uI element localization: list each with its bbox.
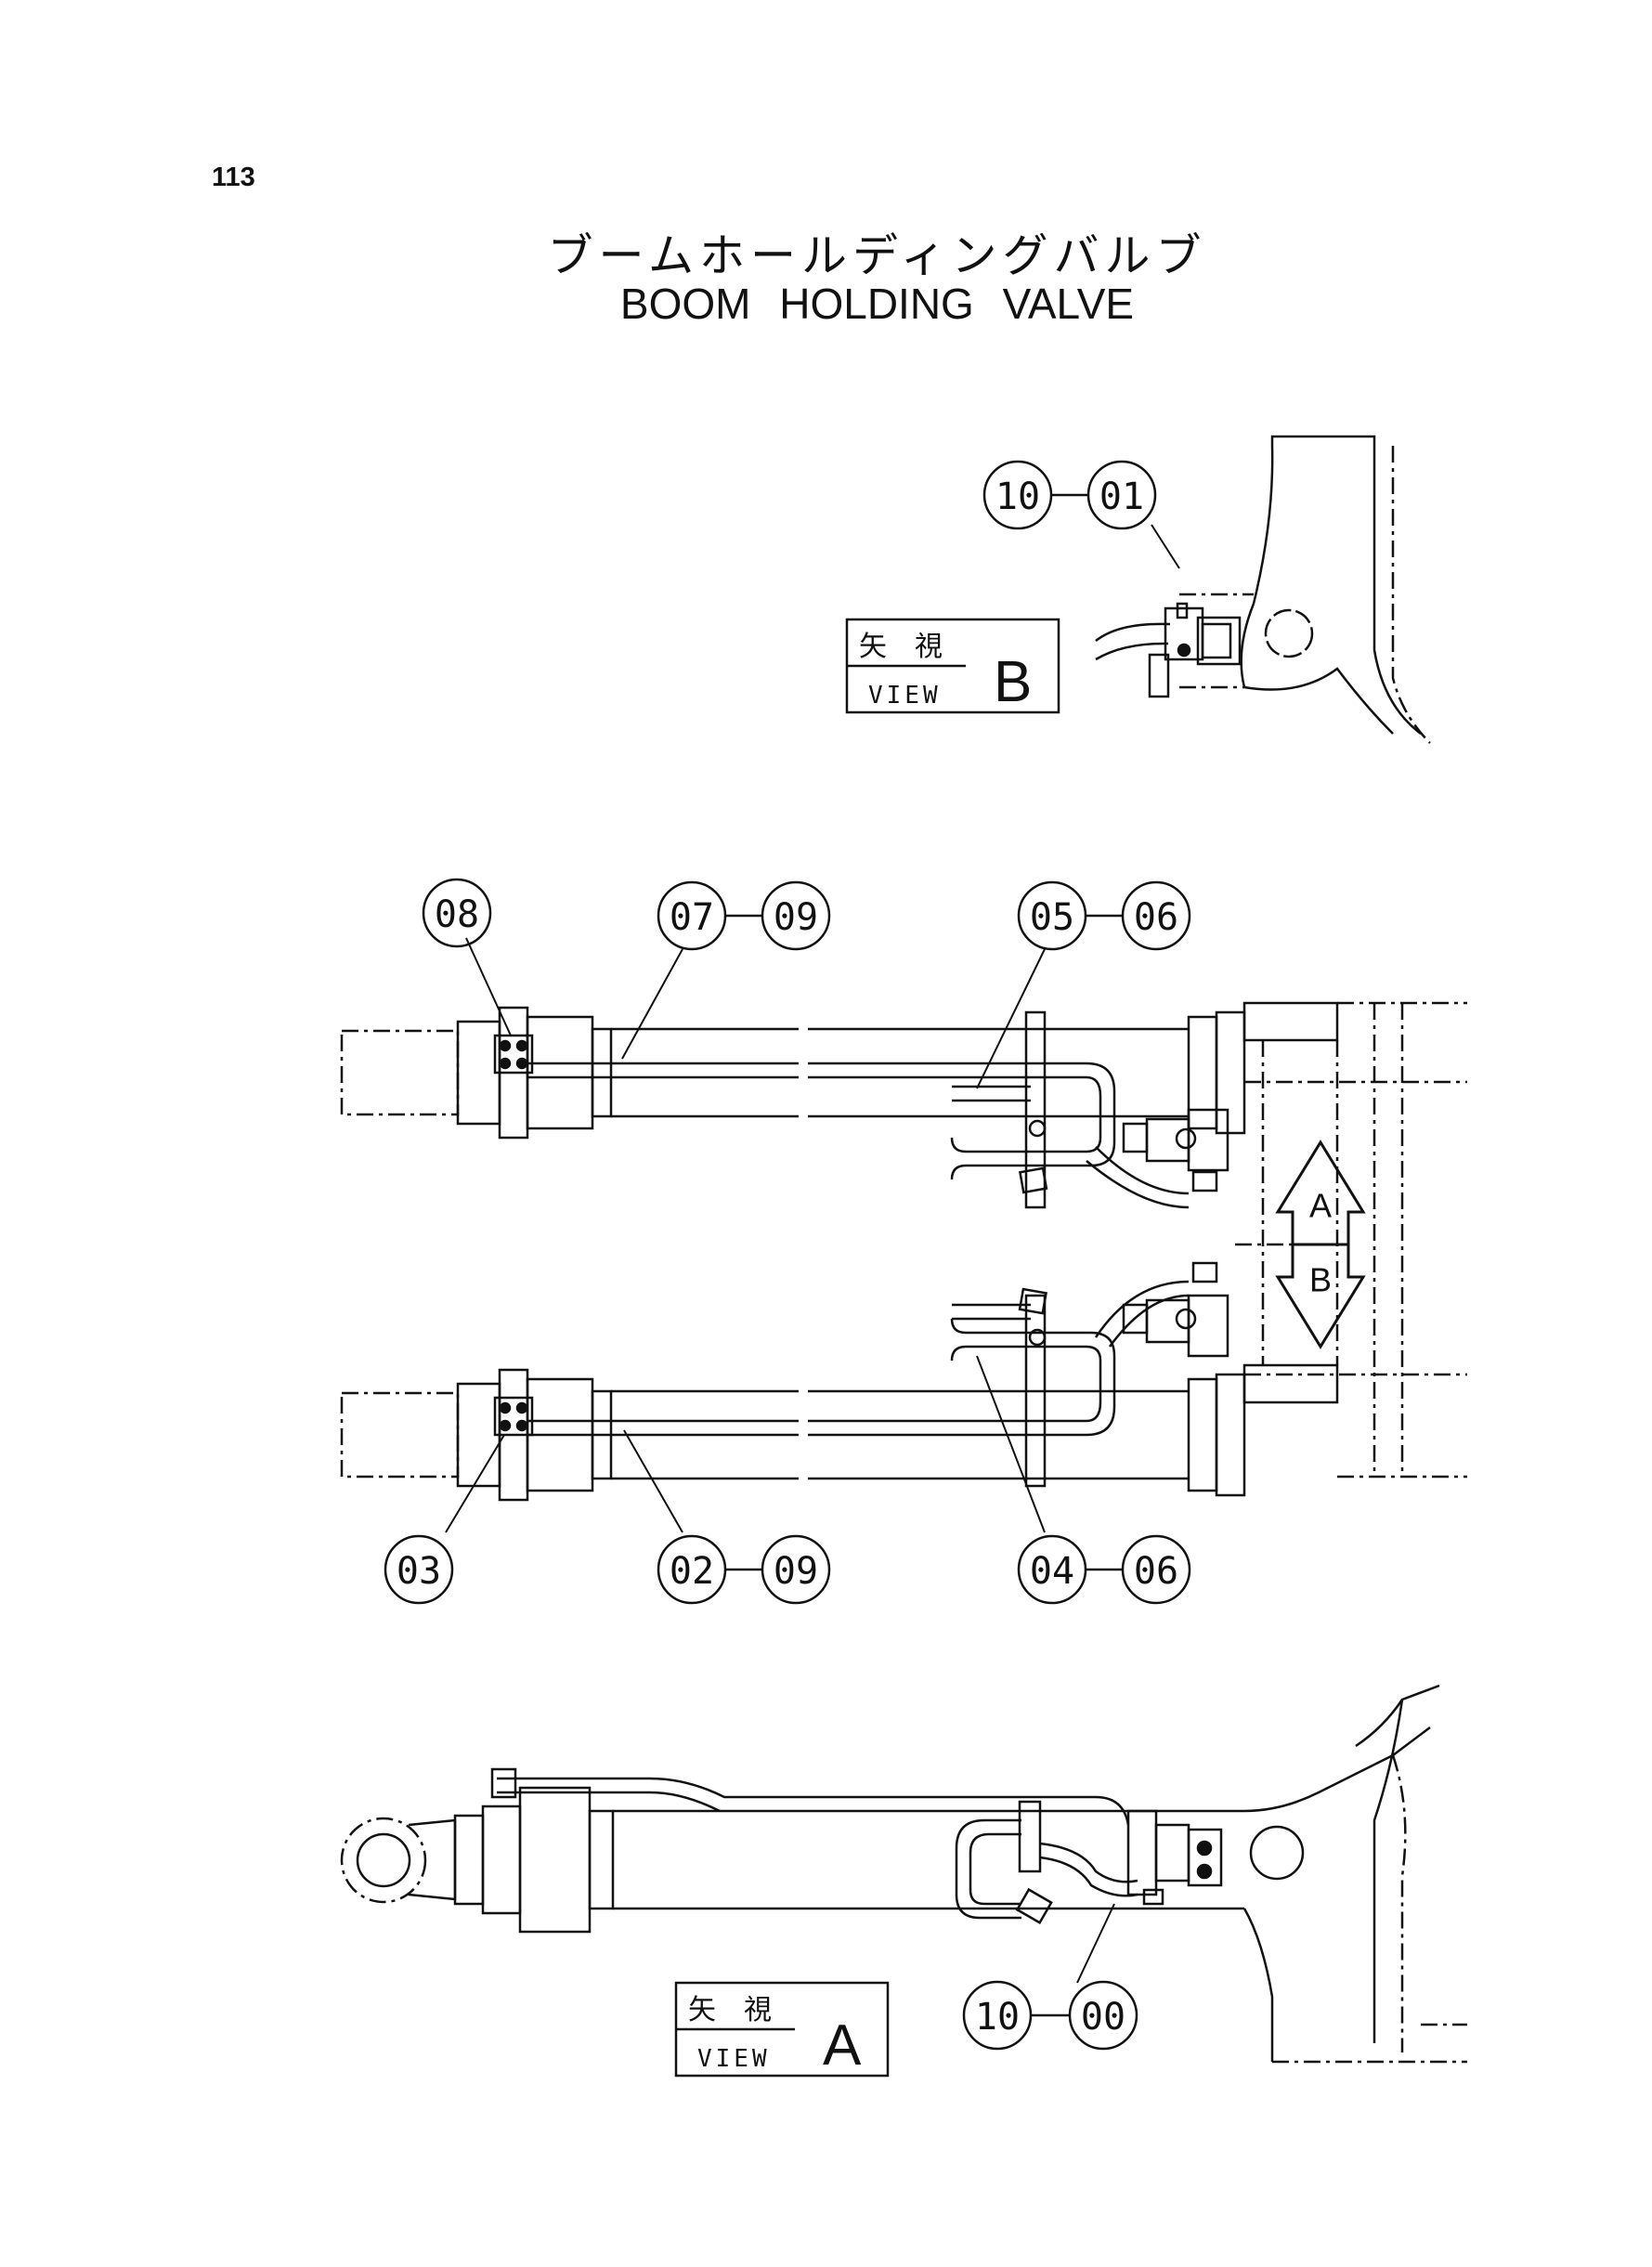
view-a-jp: 矢 視 [688,1994,772,2026]
direction-arrow: A B [1275,1140,1366,1349]
view-a-letter: A [823,2013,862,2078]
callout-08: 08 [422,878,492,948]
lower-cylinder [340,1261,1246,1502]
callout-label: 05 [1030,896,1074,939]
callout-label: 03 [397,1550,441,1593]
title-japanese: ブームホールディングバルブ [547,229,1207,282]
callout-10-00: 10 00 [962,1980,1138,2051]
callout-label: 01 [1099,476,1144,518]
callout-10-01: 10 01 [982,460,1157,530]
callout-label: 08 [435,893,479,936]
title-english: BOOM HOLDING VALVE [619,280,1135,328]
view-b-jp: 矢 視 [859,631,943,663]
view-b-en: VIEW [868,682,942,710]
callout-03: 03 [384,1534,454,1605]
callout-label: 00 [1081,1996,1125,2039]
callout-label: 06 [1134,1550,1178,1593]
upper-cylinder [340,1006,1246,1209]
leader-lines [445,937,1046,1533]
callout-label: 02 [670,1550,714,1593]
view-a-en: VIEW [697,2045,771,2073]
callout-05-06: 05 06 [1017,880,1191,951]
view-a-detail [340,1684,1467,2064]
callout-label: 09 [774,1550,818,1593]
callout-label: 07 [670,896,714,939]
boom-frame-top-view [1235,1001,1467,1479]
view-b-letter: B [994,650,1032,714]
callout-label: 10 [995,476,1040,518]
view-a-label-box: 矢 視 VIEW A [674,1981,890,2078]
arrow-label-b: B [1309,1261,1332,1299]
callout-02-09: 02 09 [657,1534,831,1605]
callout-07-09: 07 09 [657,880,831,951]
page-number: 113 [212,163,255,192]
view-b-detail [1095,435,1431,744]
view-b-label-box: 矢 視 VIEW B [845,618,1060,714]
callout-label: 09 [774,896,818,939]
callout-04-06: 04 06 [1017,1534,1191,1605]
callout-label: 10 [975,1996,1020,2039]
callout-label: 06 [1134,896,1178,939]
callout-label: 04 [1030,1550,1074,1593]
arrow-label-a: A [1309,1187,1332,1225]
